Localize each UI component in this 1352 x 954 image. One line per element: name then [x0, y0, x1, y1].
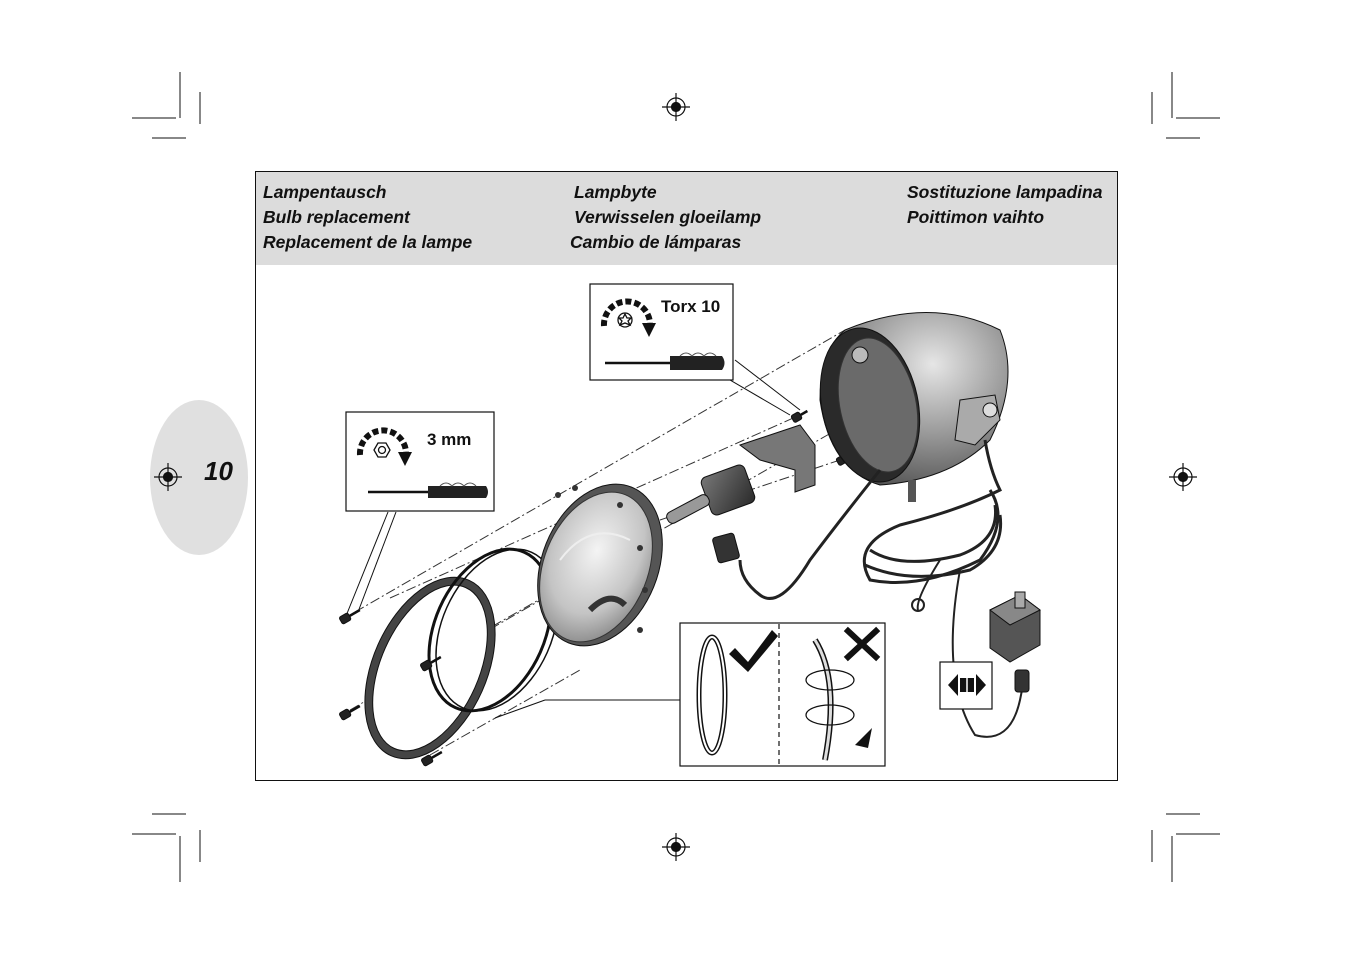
title-de: Lampentausch: [263, 182, 387, 202]
hex-key-callout: [345, 411, 495, 512]
lens-unit: [537, 483, 663, 647]
registration-mark-right: [1169, 463, 1197, 491]
seal-inset: [679, 622, 886, 767]
title-en: Bulb replacement: [263, 207, 410, 227]
callout-leaders: [345, 359, 801, 719]
sealing-rings: [427, 547, 559, 713]
hex-size-label: 3 mm: [427, 430, 472, 449]
registration-mark-bottom: [662, 833, 690, 861]
rotate-counterclockwise-icon: [600, 298, 656, 337]
connector-inset: [939, 661, 993, 710]
cables: [738, 439, 1023, 738]
relay: [989, 591, 1041, 693]
cross-mark-icon: [843, 626, 881, 662]
page-number: 10: [204, 456, 233, 486]
torx-callout: [589, 283, 734, 381]
title-header: [256, 172, 1117, 265]
check-mark-icon: [729, 630, 778, 672]
crop-marks: [132, 72, 1220, 882]
screws: [339, 409, 854, 767]
title-es: Cambio de lámparas: [570, 232, 742, 252]
title-it: Sostituzione lampadina: [907, 182, 1103, 202]
title-fr: Replacement de la lampe: [263, 232, 473, 252]
registration-mark-left: [154, 463, 182, 491]
registration-mark-top: [662, 93, 690, 121]
title-nl: Verwisselen gloeilamp: [574, 207, 762, 227]
screwdriver-icon: [605, 352, 725, 370]
mounting-bracket: [738, 424, 816, 493]
rotate-counterclockwise-icon: [356, 427, 412, 466]
hex-key-icon: [368, 482, 488, 498]
lamp-housing: [819, 312, 1009, 502]
bulb: [666, 464, 756, 564]
torx-socket-icon: [617, 312, 633, 328]
hex-socket-icon: [373, 442, 391, 458]
ring-terminal: [911, 598, 925, 612]
title-fi: Poittimon vaihto: [907, 207, 1045, 227]
title-sv: Lampbyte: [574, 182, 657, 202]
torx-size-label: Torx 10: [661, 297, 721, 316]
